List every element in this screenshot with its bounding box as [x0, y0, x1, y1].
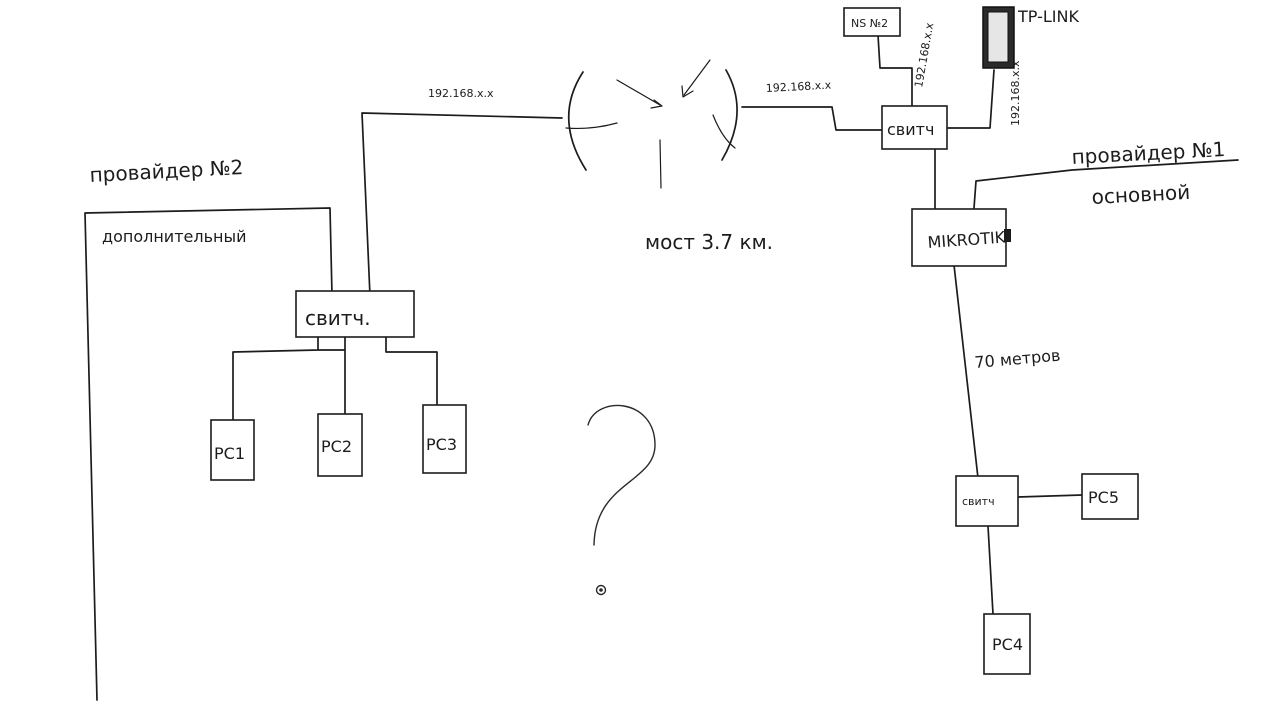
ip-left-label: 192.168.x.x: [428, 87, 494, 100]
pc2-box: [317, 413, 363, 477]
bridge-label: мост 3.7 км.: [645, 230, 773, 254]
switch-bottom-box: [955, 475, 1019, 527]
provider2-note: дополнительный: [102, 227, 247, 246]
switch-left-label: свитч.: [305, 306, 371, 330]
provider1-line: [973, 159, 1239, 209]
switch-top-label: свитч: [887, 120, 934, 139]
ip-ns2-label: 192.168.x.x: [912, 21, 936, 88]
pc5-box: [1081, 473, 1139, 520]
switch-to-pc4-line: [987, 525, 994, 615]
pc5-label: PC5: [1088, 488, 1119, 507]
antenna-left-icon: [565, 71, 663, 171]
ns2-to-switch-line: [877, 34, 913, 109]
pc1-box: [210, 419, 255, 481]
provider2-boundary-line: [84, 207, 333, 701]
switch-pc-bus-line: [232, 336, 438, 421]
ns2-label: NS №2: [851, 17, 888, 30]
switch-to-bridge-line: [361, 112, 563, 297]
pc1-label: PC1: [214, 444, 245, 463]
pc4-box: [983, 613, 1031, 675]
mikrotik-box: [911, 208, 1007, 267]
pc3-label: PC3: [426, 435, 457, 454]
pc3-box: [422, 404, 467, 474]
tplink-to-switch-line: [947, 69, 995, 129]
provider1-note: основной: [1091, 180, 1191, 209]
switch-bottom-label: свитч: [962, 495, 995, 508]
bridge-center-line: [659, 139, 662, 189]
tplink-router-icon: [982, 6, 1015, 69]
pc4-label: PC4: [992, 635, 1023, 654]
ns2-box: [843, 7, 901, 37]
switch-top-box: [881, 105, 948, 150]
switch-to-pc5-line: [1017, 494, 1083, 498]
question-mark: [587, 404, 656, 596]
provider1-label: провайдер №1: [1071, 137, 1226, 169]
ip-right-label: 192.168.x.x: [765, 79, 832, 95]
provider2-label: провайдер №2: [89, 155, 244, 187]
antenna-right-icon: [681, 59, 738, 161]
switch-left-box: [295, 290, 415, 338]
mikrotik-to-switch-line: [953, 264, 979, 479]
tplink-label: TP-LINK: [1017, 7, 1079, 26]
distance-label: 70 метров: [974, 346, 1061, 372]
bridge-to-switch-line: [741, 106, 883, 131]
pc2-label: PC2: [321, 437, 352, 456]
mikrotik-port-icon: [1004, 229, 1011, 242]
ip-tplink-label: 192.168.x.x: [1009, 60, 1022, 126]
